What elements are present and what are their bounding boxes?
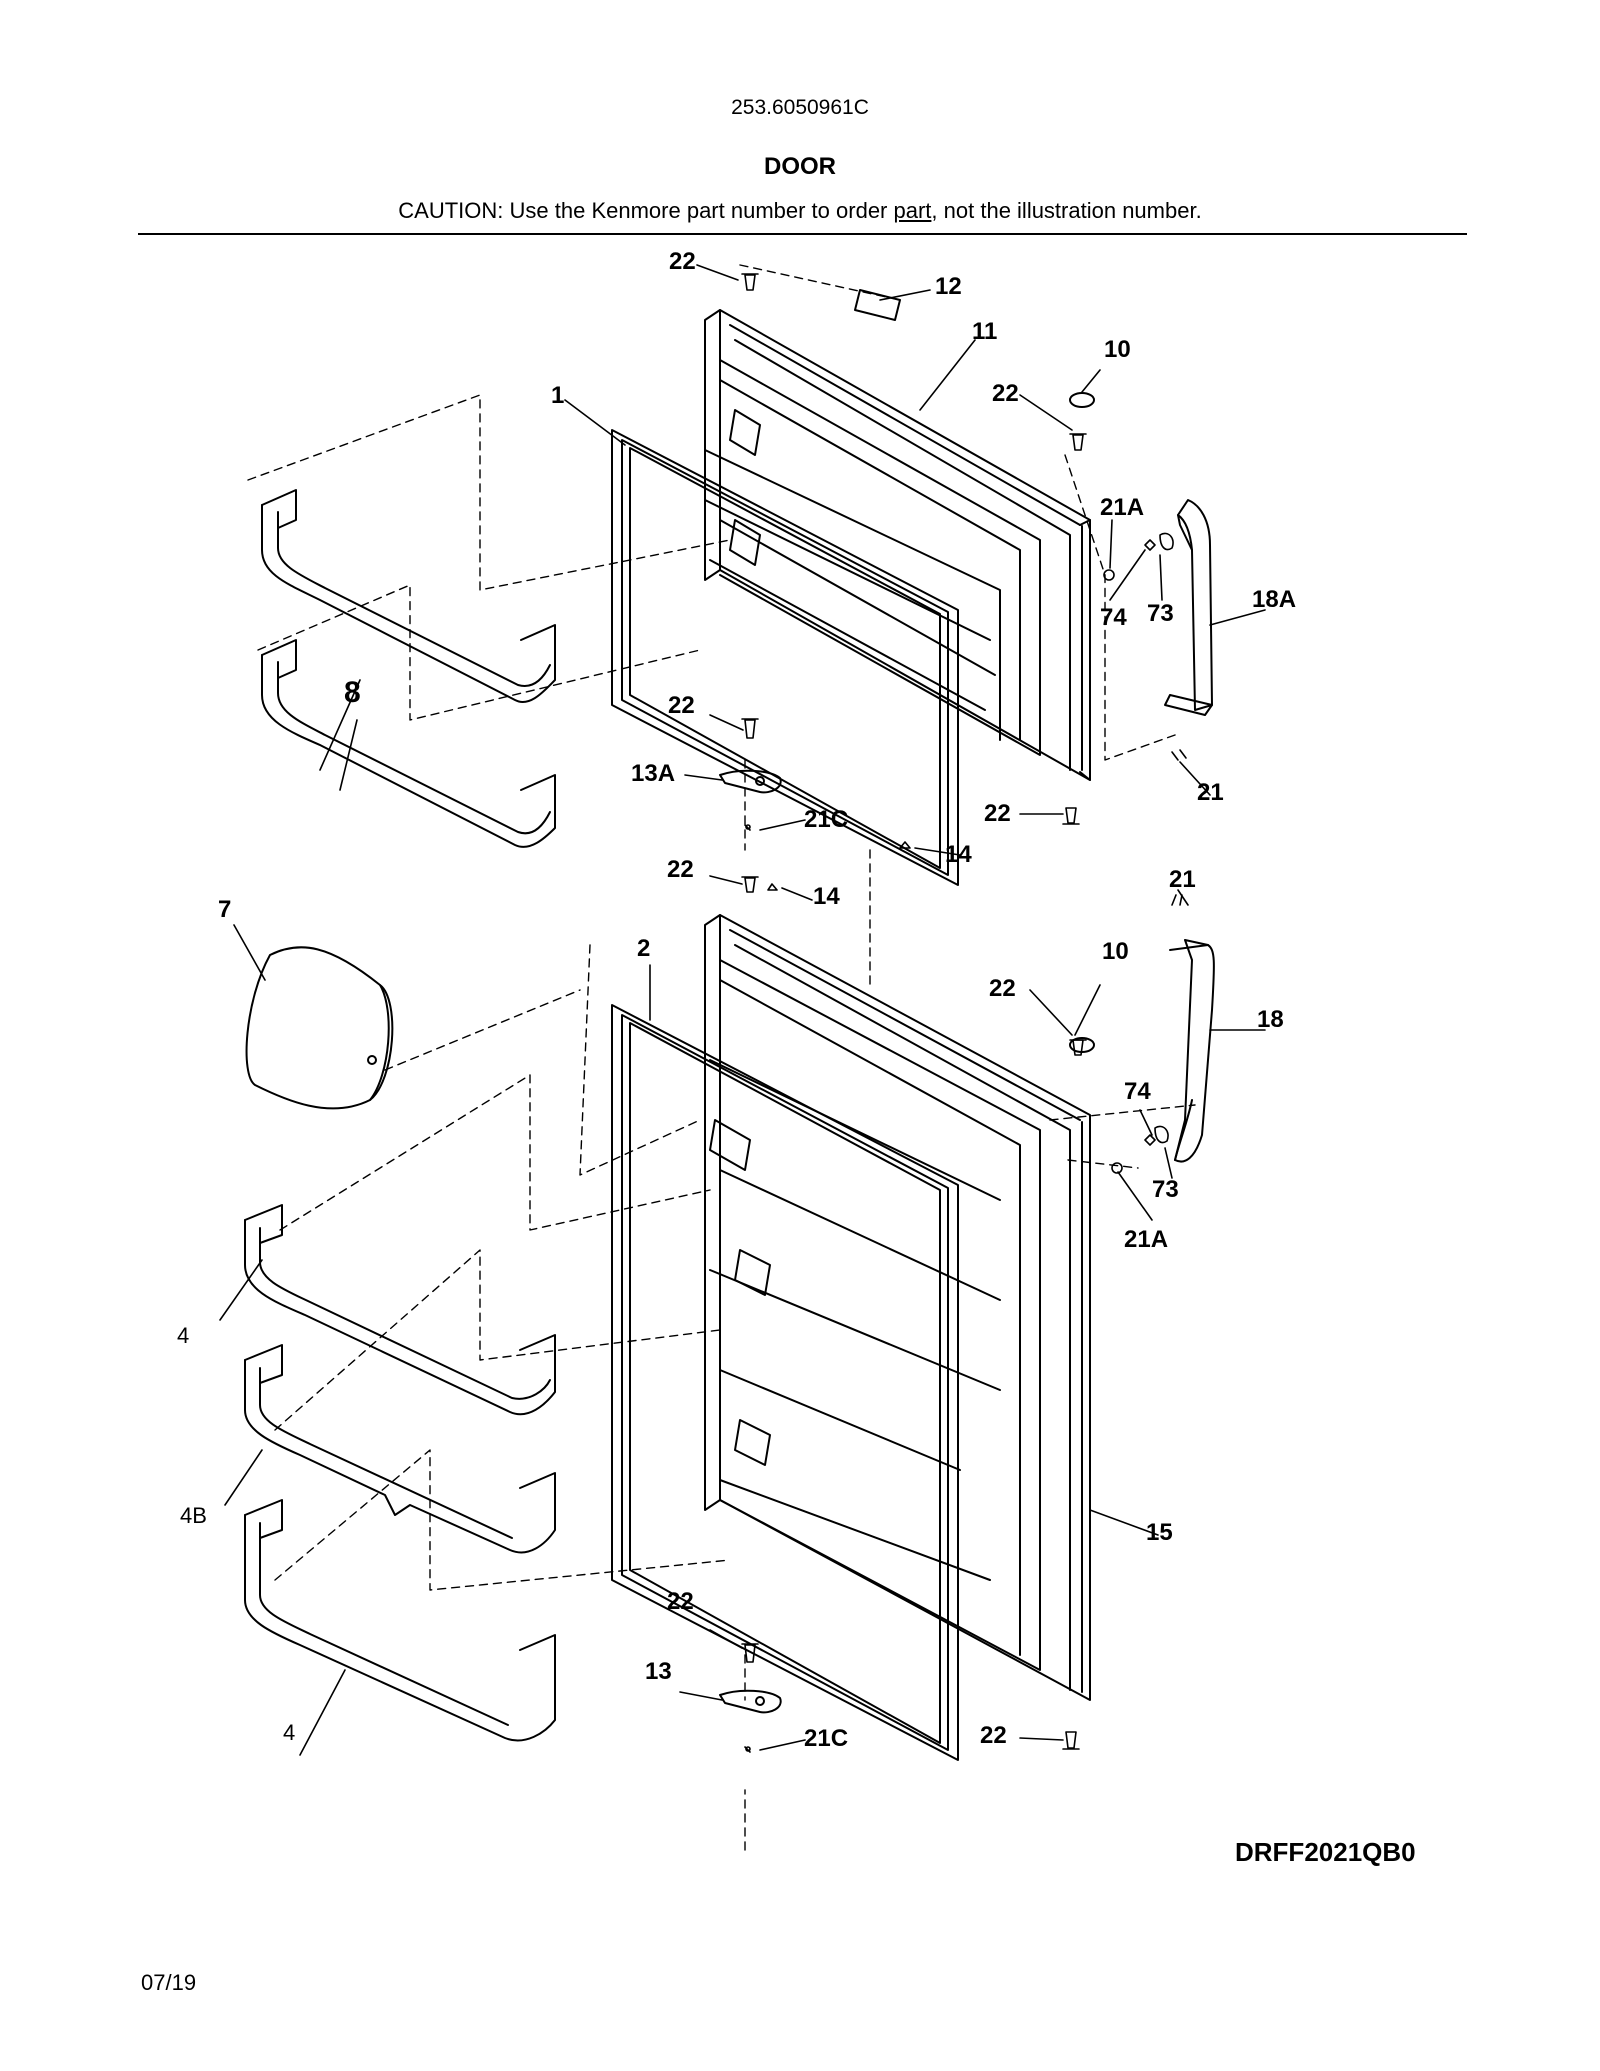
freezer-handle-18A bbox=[1164, 499, 1213, 716]
callout-74: 74 bbox=[1100, 604, 1127, 631]
callout-2: 2 bbox=[637, 935, 651, 962]
callout-leaders bbox=[219, 264, 1266, 1756]
fresh-food-door-outer-panel-15 bbox=[704, 914, 1091, 1701]
callout-21C: 21C bbox=[804, 806, 849, 833]
hinge-13A bbox=[719, 769, 782, 794]
freezer-gasket-1 bbox=[611, 429, 959, 886]
callout-13A: 13A bbox=[631, 760, 676, 787]
callout-4: 4 bbox=[283, 1720, 296, 1745]
callout-8: 8 bbox=[344, 676, 361, 709]
callout-22: 22 bbox=[989, 975, 1016, 1002]
fresh-food-gasket-2 bbox=[611, 1004, 959, 1761]
header-divider bbox=[138, 233, 1467, 235]
callout-1: 1 bbox=[551, 382, 565, 409]
callout-14: 14 bbox=[813, 883, 840, 910]
hole-plug-10-upper bbox=[1069, 392, 1095, 408]
door-shelf-bin-4-bottom bbox=[244, 1499, 556, 1742]
small-hardware bbox=[744, 532, 1187, 1753]
callout-18A: 18A bbox=[1252, 586, 1297, 613]
callout-15: 15 bbox=[1146, 1519, 1173, 1546]
callout-10: 10 bbox=[1104, 336, 1131, 363]
callout-21: 21 bbox=[1169, 866, 1196, 893]
freezer-shelf-bar-bottom bbox=[261, 639, 556, 848]
caution-suffix: , not the illustration number. bbox=[931, 198, 1202, 223]
callout-7: 7 bbox=[218, 896, 232, 923]
label-plate-12 bbox=[854, 289, 901, 321]
callout-73: 73 bbox=[1147, 600, 1174, 627]
callout-22: 22 bbox=[668, 692, 695, 719]
callout-74: 74 bbox=[1124, 1078, 1151, 1105]
callout-22: 22 bbox=[667, 1588, 694, 1615]
callout-73: 73 bbox=[1152, 1176, 1179, 1203]
assembly-guide-lines bbox=[247, 264, 1196, 1851]
callout-12: 12 bbox=[935, 273, 962, 300]
screws-22 bbox=[741, 273, 1087, 1750]
freezer-shelf-bar-top bbox=[261, 489, 556, 703]
callout-22: 22 bbox=[980, 1722, 1007, 1749]
caution-prefix: CAUTION: Use the Kenmore part number to … bbox=[398, 198, 894, 223]
callout-4: 4 bbox=[177, 1323, 190, 1348]
callout-21A: 21A bbox=[1124, 1226, 1169, 1253]
section-title: DOOR bbox=[764, 153, 836, 180]
callout-11: 11 bbox=[972, 318, 998, 345]
fresh-food-door-inner-liner bbox=[709, 959, 1041, 1671]
fresh-food-handle-18 bbox=[1169, 939, 1215, 1163]
callout-22: 22 bbox=[984, 800, 1011, 827]
caution-part-word: part bbox=[893, 198, 932, 223]
model-number: 253.6050961C bbox=[731, 96, 869, 119]
hinge-13 bbox=[719, 1689, 782, 1714]
door-shelf-bar-4-top bbox=[244, 1204, 556, 1416]
callout-22: 22 bbox=[669, 248, 696, 275]
callout-13: 13 bbox=[645, 1658, 672, 1685]
callout-10: 10 bbox=[1102, 938, 1129, 965]
callout-4B: 4B bbox=[180, 1503, 207, 1528]
ice-bucket-7 bbox=[245, 946, 394, 1110]
callout-22: 22 bbox=[992, 380, 1019, 407]
door-shelf-bin-4B bbox=[244, 1344, 556, 1554]
callout-21: 21 bbox=[1197, 779, 1224, 806]
callout-21A: 21A bbox=[1100, 494, 1145, 521]
revision-date: 07/19 bbox=[141, 1970, 197, 1995]
caution-note: CAUTION: Use the Kenmore part number to … bbox=[0, 198, 1600, 224]
callout-21C: 21C bbox=[804, 1725, 849, 1752]
callout-18: 18 bbox=[1257, 1006, 1284, 1033]
callout-14: 14 bbox=[945, 841, 972, 868]
callout-22: 22 bbox=[667, 856, 694, 883]
diagram-code: DRFF2021QB0 bbox=[1235, 1837, 1416, 1867]
freezer-door-inner-liner bbox=[704, 359, 1041, 756]
